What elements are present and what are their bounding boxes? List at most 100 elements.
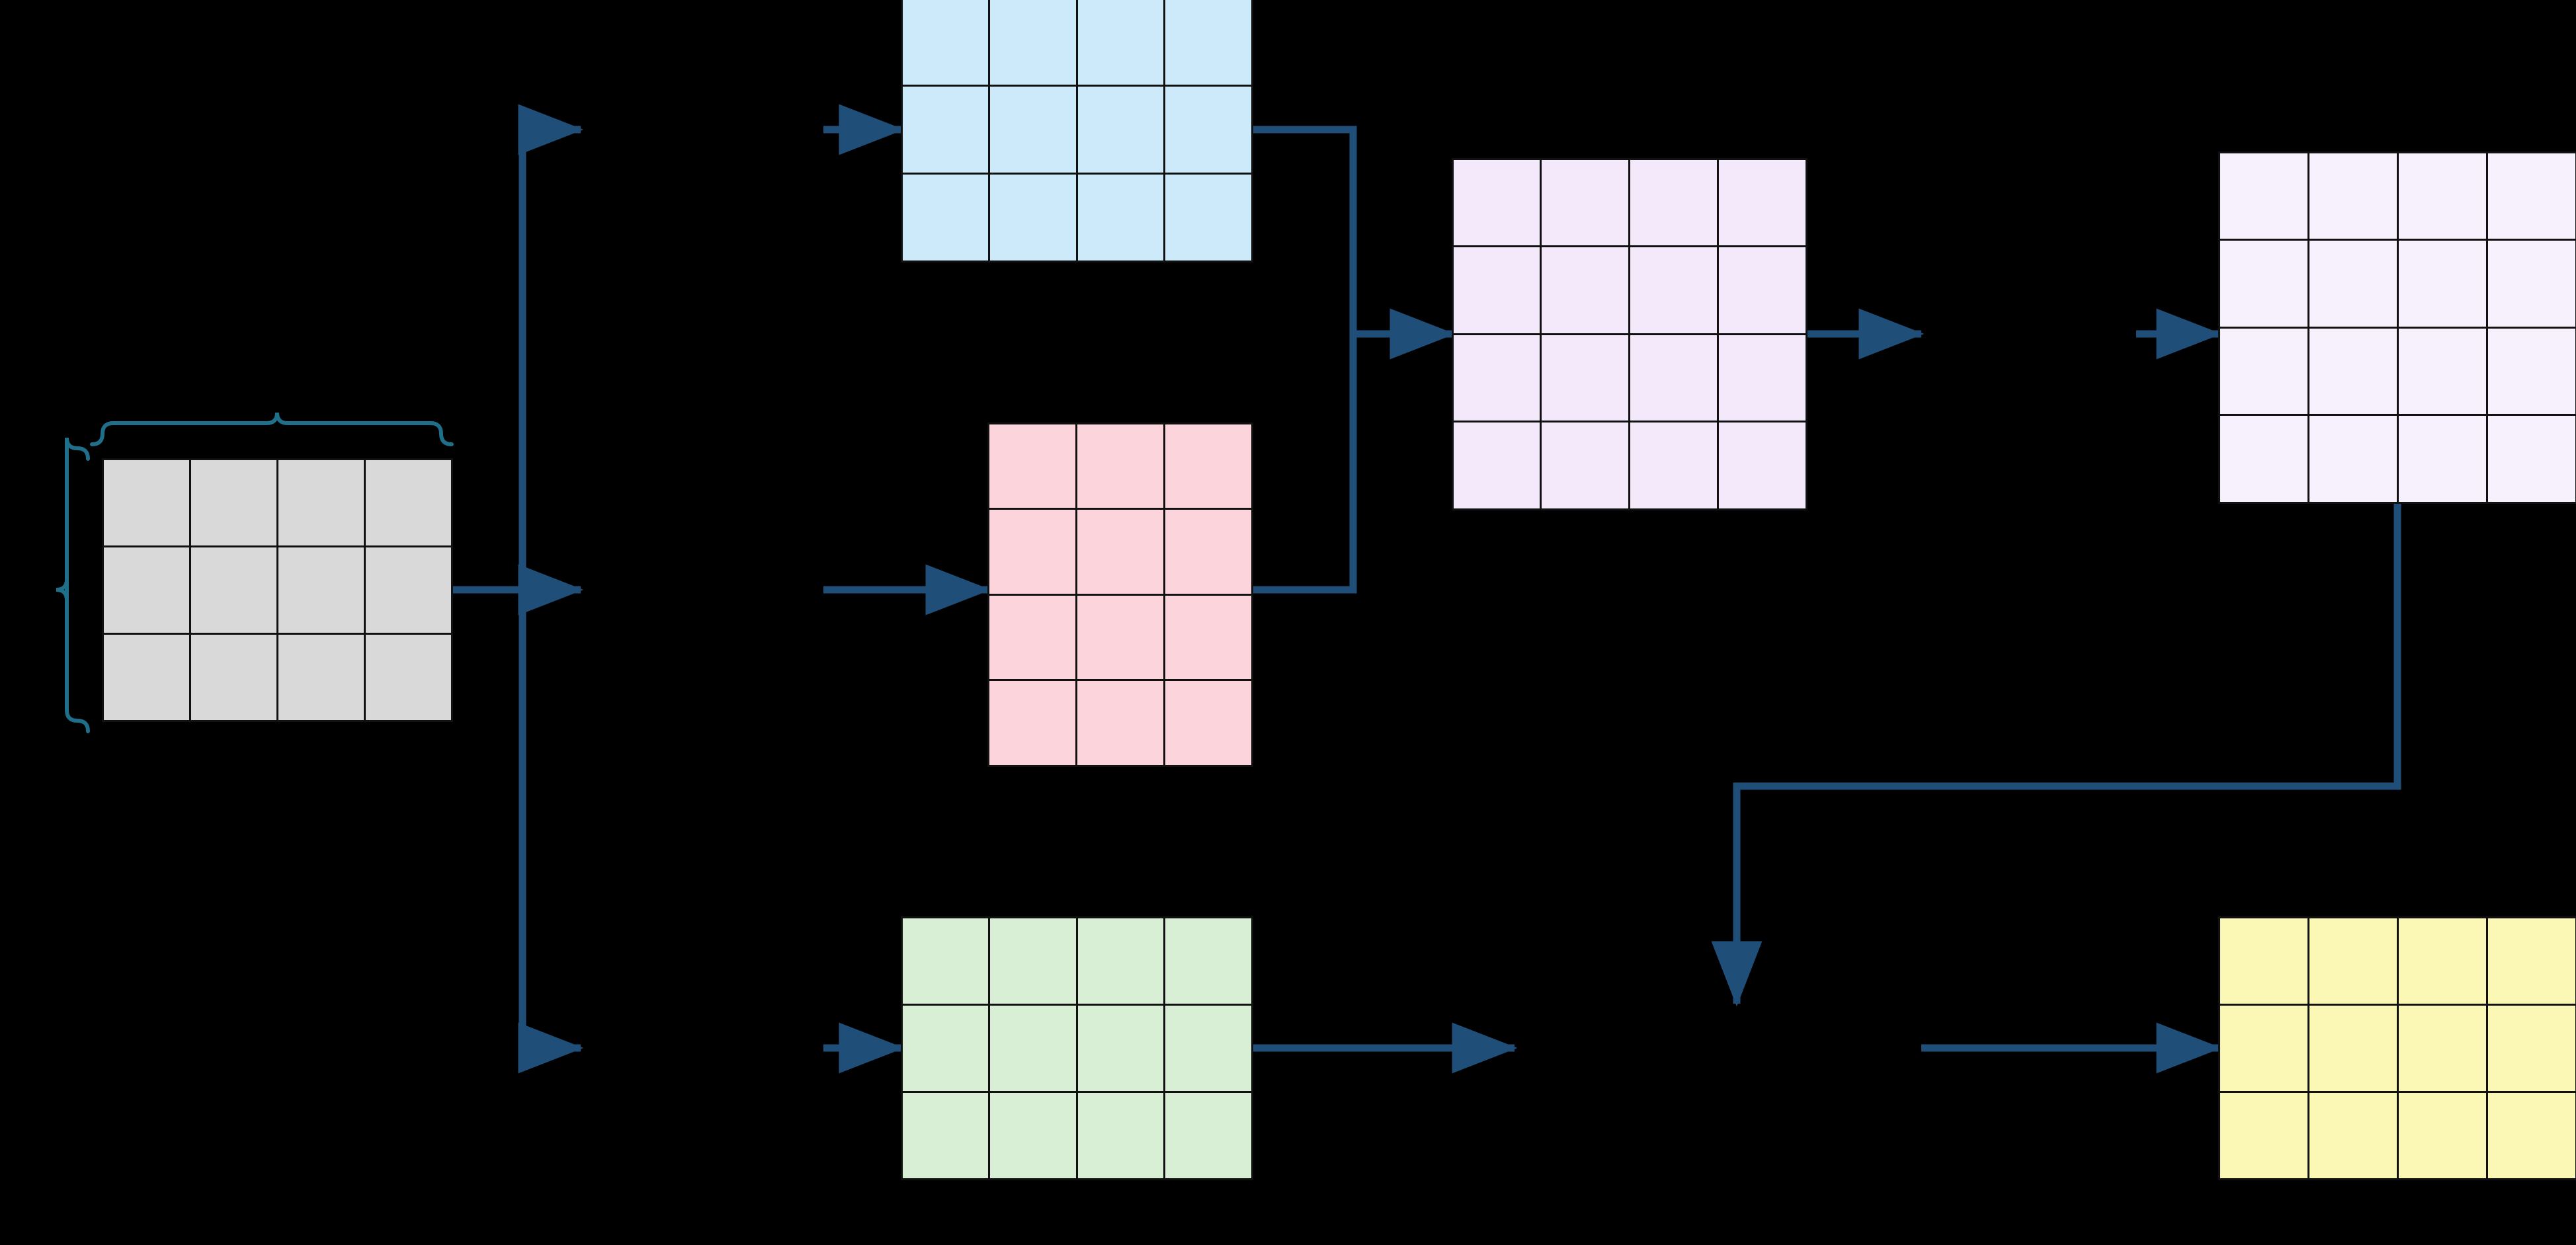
matrix-cell	[2218, 151, 2309, 241]
matrix-cell	[2307, 916, 2399, 1006]
matrix-cell	[2396, 1090, 2488, 1180]
branch-c-matrix	[900, 916, 1253, 1180]
matrix-cell	[1540, 245, 1630, 335]
matrix-cell	[988, 0, 1078, 87]
matrix-cell	[988, 916, 1078, 1006]
matrix-cell	[900, 84, 990, 175]
matrix-cell	[1163, 84, 1253, 175]
matrix-cell	[2307, 326, 2399, 416]
left-brace	[56, 437, 90, 733]
matrix-cell	[900, 1090, 990, 1180]
matrix-cell	[1163, 422, 1253, 510]
matrix-cell	[1163, 173, 1253, 263]
branch-b-to-merge-bus	[1252, 334, 1357, 594]
matrix-cell	[363, 545, 453, 635]
matrix-cell	[988, 173, 1078, 263]
matrix-cell	[2396, 1003, 2488, 1093]
matrix-cell	[987, 593, 1077, 681]
matrix-cell	[900, 0, 990, 87]
matrix-cell	[1075, 508, 1165, 596]
matrix-cell	[988, 1003, 1078, 1093]
matrix-cell	[900, 173, 990, 263]
matrix-cell	[2396, 151, 2488, 241]
matrix-cell	[2396, 916, 2488, 1006]
matrix-cell	[1716, 157, 1807, 247]
matrix-cell	[2218, 1003, 2309, 1093]
matrix-cell	[1163, 0, 1253, 87]
matrix-cell	[987, 508, 1077, 596]
matrix-cell	[188, 632, 278, 722]
matrix-cell	[2485, 414, 2576, 504]
branch-b-matrix	[987, 422, 1253, 767]
matrix-cell	[363, 458, 453, 547]
matrix-cell	[1075, 1090, 1165, 1180]
matrix-cell	[1451, 245, 1542, 335]
branch-a-to-merge-bus	[1252, 126, 1357, 334]
matrix-cell	[900, 916, 990, 1006]
matrix-cell	[2396, 326, 2488, 416]
matrix-cell	[1540, 421, 1630, 510]
matrix-cell	[2485, 326, 2576, 416]
matrix-cell	[988, 1090, 1078, 1180]
matrix-cell	[900, 1003, 990, 1093]
matrix-cell	[1628, 245, 1719, 335]
matrix-cell	[988, 84, 1078, 175]
matrix-cell	[2218, 239, 2309, 329]
matrix-cell	[1163, 679, 1253, 767]
input-matrix	[101, 458, 453, 722]
matrix-cell	[1451, 421, 1542, 510]
matrix-cell	[1075, 173, 1165, 263]
matrix-cell	[1716, 333, 1807, 422]
matrix-cell	[1628, 333, 1719, 422]
output-matrix	[2218, 151, 2576, 504]
matrix-cell	[2307, 1090, 2399, 1180]
matrix-cell	[101, 458, 191, 547]
matrix-cell	[363, 632, 453, 722]
matrix-cell	[1716, 421, 1807, 510]
matrix-cell	[276, 458, 366, 547]
matrix-cell	[1075, 679, 1165, 767]
matrix-cell	[2307, 239, 2399, 329]
matrix-cell	[276, 632, 366, 722]
matrix-cell	[1628, 157, 1719, 247]
matrix-cell	[188, 545, 278, 635]
matrix-cell	[101, 545, 191, 635]
matrix-cell	[2307, 151, 2399, 241]
matrix-cell	[2307, 414, 2399, 504]
matrix-cell	[2218, 326, 2309, 416]
merge-matrix	[1451, 157, 1807, 510]
matrix-cell	[2396, 239, 2488, 329]
matrix-cell	[1540, 333, 1630, 422]
matrix-cell	[276, 545, 366, 635]
matrix-cell	[2218, 414, 2309, 504]
matrix-cell	[1075, 422, 1165, 510]
branch-a-matrix	[900, 0, 1253, 263]
matrix-cell	[2485, 1003, 2576, 1093]
matrix-cell	[1628, 421, 1719, 510]
feedback-output-matrix	[2218, 916, 2576, 1180]
matrix-cell	[188, 458, 278, 547]
matrix-cell	[1075, 593, 1165, 681]
matrix-cell	[1075, 84, 1165, 175]
matrix-cell	[987, 679, 1077, 767]
matrix-cell	[2218, 1090, 2309, 1180]
matrix-cell	[1075, 0, 1165, 87]
matrix-cell	[1451, 333, 1542, 422]
matrix-cell	[1451, 157, 1542, 247]
matrix-cell	[1540, 157, 1630, 247]
matrix-cell	[1163, 593, 1253, 681]
matrix-cell	[2396, 414, 2488, 504]
matrix-cell	[1075, 1003, 1165, 1093]
matrix-cell	[1163, 916, 1253, 1006]
matrix-cell	[1075, 916, 1165, 1006]
matrix-cell	[1163, 1090, 1253, 1180]
matrix-cell	[101, 632, 191, 722]
matrix-cell	[2485, 916, 2576, 1006]
matrix-cell	[2218, 916, 2309, 1006]
matrix-cell	[1716, 245, 1807, 335]
matrix-cell	[2485, 1090, 2576, 1180]
matrix-cell	[1163, 1003, 1253, 1093]
matrix-cell	[1163, 508, 1253, 596]
matrix-cell	[2485, 151, 2576, 241]
